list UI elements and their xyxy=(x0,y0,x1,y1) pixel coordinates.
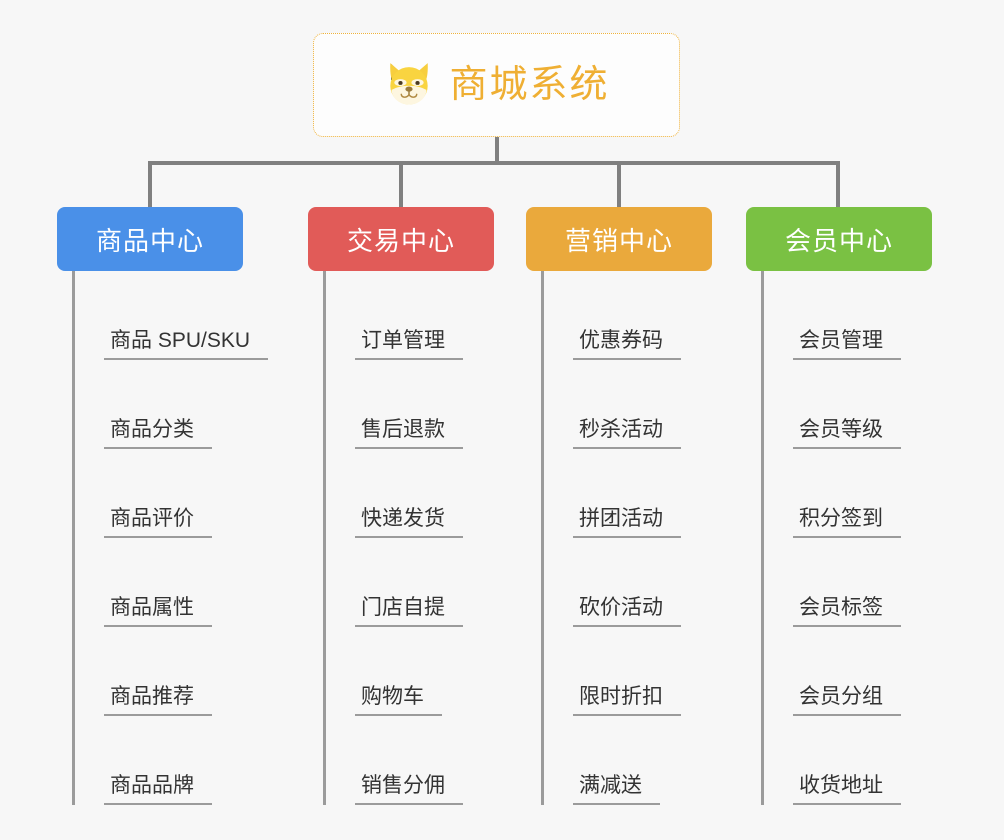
connector-horizontal-bus xyxy=(150,161,840,165)
category-label: 商品中心 xyxy=(95,225,204,256)
leaf-label: 商品推荐 xyxy=(110,684,194,708)
category-column-交易中心: 订单管理 售后退款 快递发货 门店自提 购物车 销售分佣 xyxy=(323,271,463,805)
leaf-label: 会员等级 xyxy=(799,417,883,441)
list-item[interactable]: 优惠券码 xyxy=(541,271,681,360)
list-item[interactable]: 秒杀活动 xyxy=(541,360,681,449)
list-item[interactable]: 拼团活动 xyxy=(541,449,681,538)
category-box-交易中心[interactable]: 交易中心 xyxy=(308,207,494,271)
list-item[interactable]: 商品推荐 xyxy=(72,627,268,716)
category-label: 会员中心 xyxy=(784,225,893,256)
list-item[interactable]: 订单管理 xyxy=(323,271,463,360)
leaf-label: 积分签到 xyxy=(799,506,883,530)
list-item[interactable]: 积分签到 xyxy=(761,449,901,538)
list-item[interactable]: 售后退款 xyxy=(323,360,463,449)
leaf-label: 快递发货 xyxy=(361,506,445,530)
category-column-会员中心: 会员管理 会员等级 积分签到 会员标签 会员分组 收货地址 xyxy=(761,271,901,805)
list-item[interactable]: 商品属性 xyxy=(72,538,268,627)
leaf-label: 会员分组 xyxy=(799,684,883,708)
category-box-营销中心[interactable]: 营销中心 xyxy=(526,207,712,271)
list-item[interactable]: 限时折扣 xyxy=(541,627,681,716)
leaf-label: 会员管理 xyxy=(799,328,883,352)
leaf-label: 销售分佣 xyxy=(361,773,445,797)
leaf-label: 限时折扣 xyxy=(579,684,663,708)
connector-drop-1 xyxy=(148,161,152,209)
category-column-商品中心: 商品 SPU/SKU 商品分类 商品评价 商品属性 商品推荐 商品品牌 xyxy=(72,271,269,805)
list-item[interactable]: 商品评价 xyxy=(72,449,268,538)
leaf-label: 收货地址 xyxy=(799,773,883,797)
list-item[interactable]: 门店自提 xyxy=(323,538,463,627)
leaf-label: 商品评价 xyxy=(110,506,194,530)
column-spine xyxy=(541,271,544,805)
category-box-会员中心[interactable]: 会员中心 xyxy=(746,207,932,271)
list-item[interactable]: 购物车 xyxy=(323,627,463,716)
leaf-label: 砍价活动 xyxy=(579,595,663,619)
column-spine xyxy=(323,271,326,805)
connector-drop-3 xyxy=(617,161,621,209)
leaf-label: 订单管理 xyxy=(361,328,445,352)
connector-root-vertical xyxy=(495,137,499,165)
root-title: 商城系统 xyxy=(449,64,610,106)
list-item[interactable]: 满减送 xyxy=(541,716,681,805)
leaf-label: 优惠券码 xyxy=(579,328,663,352)
list-item[interactable]: 商品 SPU/SKU xyxy=(72,271,269,360)
leaf-label: 拼团活动 xyxy=(579,506,663,530)
column-spine xyxy=(72,271,75,805)
leaf-label: 商品 SPU/SKU xyxy=(110,328,251,352)
leaf-label: 满减送 xyxy=(579,773,642,797)
list-item[interactable]: 会员分组 xyxy=(761,627,901,716)
list-item[interactable]: 商品品牌 xyxy=(72,716,268,805)
root-node[interactable]: 商城系统 xyxy=(313,33,680,137)
leaf-label: 售后退款 xyxy=(361,417,445,441)
leaf-label: 购物车 xyxy=(361,684,424,708)
list-item[interactable]: 会员标签 xyxy=(761,538,901,627)
list-item[interactable]: 销售分佣 xyxy=(323,716,463,805)
leaf-label: 商品属性 xyxy=(110,595,194,619)
leaf-label: 商品分类 xyxy=(110,417,194,441)
leaf-label: 秒杀活动 xyxy=(579,417,663,441)
category-column-营销中心: 优惠券码 秒杀活动 拼团活动 砍价活动 限时折扣 满减送 xyxy=(541,271,681,805)
list-item[interactable]: 砍价活动 xyxy=(541,538,681,627)
category-box-商品中心[interactable]: 商品中心 xyxy=(57,207,243,271)
list-item[interactable]: 会员管理 xyxy=(761,271,901,360)
shiba-dog-icon xyxy=(383,59,435,111)
leaf-label: 门店自提 xyxy=(361,595,445,619)
column-spine xyxy=(761,271,764,805)
list-item[interactable]: 快递发货 xyxy=(323,449,463,538)
category-label: 交易中心 xyxy=(346,225,455,256)
category-label: 营销中心 xyxy=(564,225,673,256)
leaf-label: 会员标签 xyxy=(799,595,883,619)
list-item[interactable]: 收货地址 xyxy=(761,716,901,805)
connector-drop-4 xyxy=(836,161,840,209)
leaf-label: 商品品牌 xyxy=(110,773,194,797)
connector-drop-2 xyxy=(399,161,403,209)
list-item[interactable]: 商品分类 xyxy=(72,360,268,449)
list-item[interactable]: 会员等级 xyxy=(761,360,901,449)
